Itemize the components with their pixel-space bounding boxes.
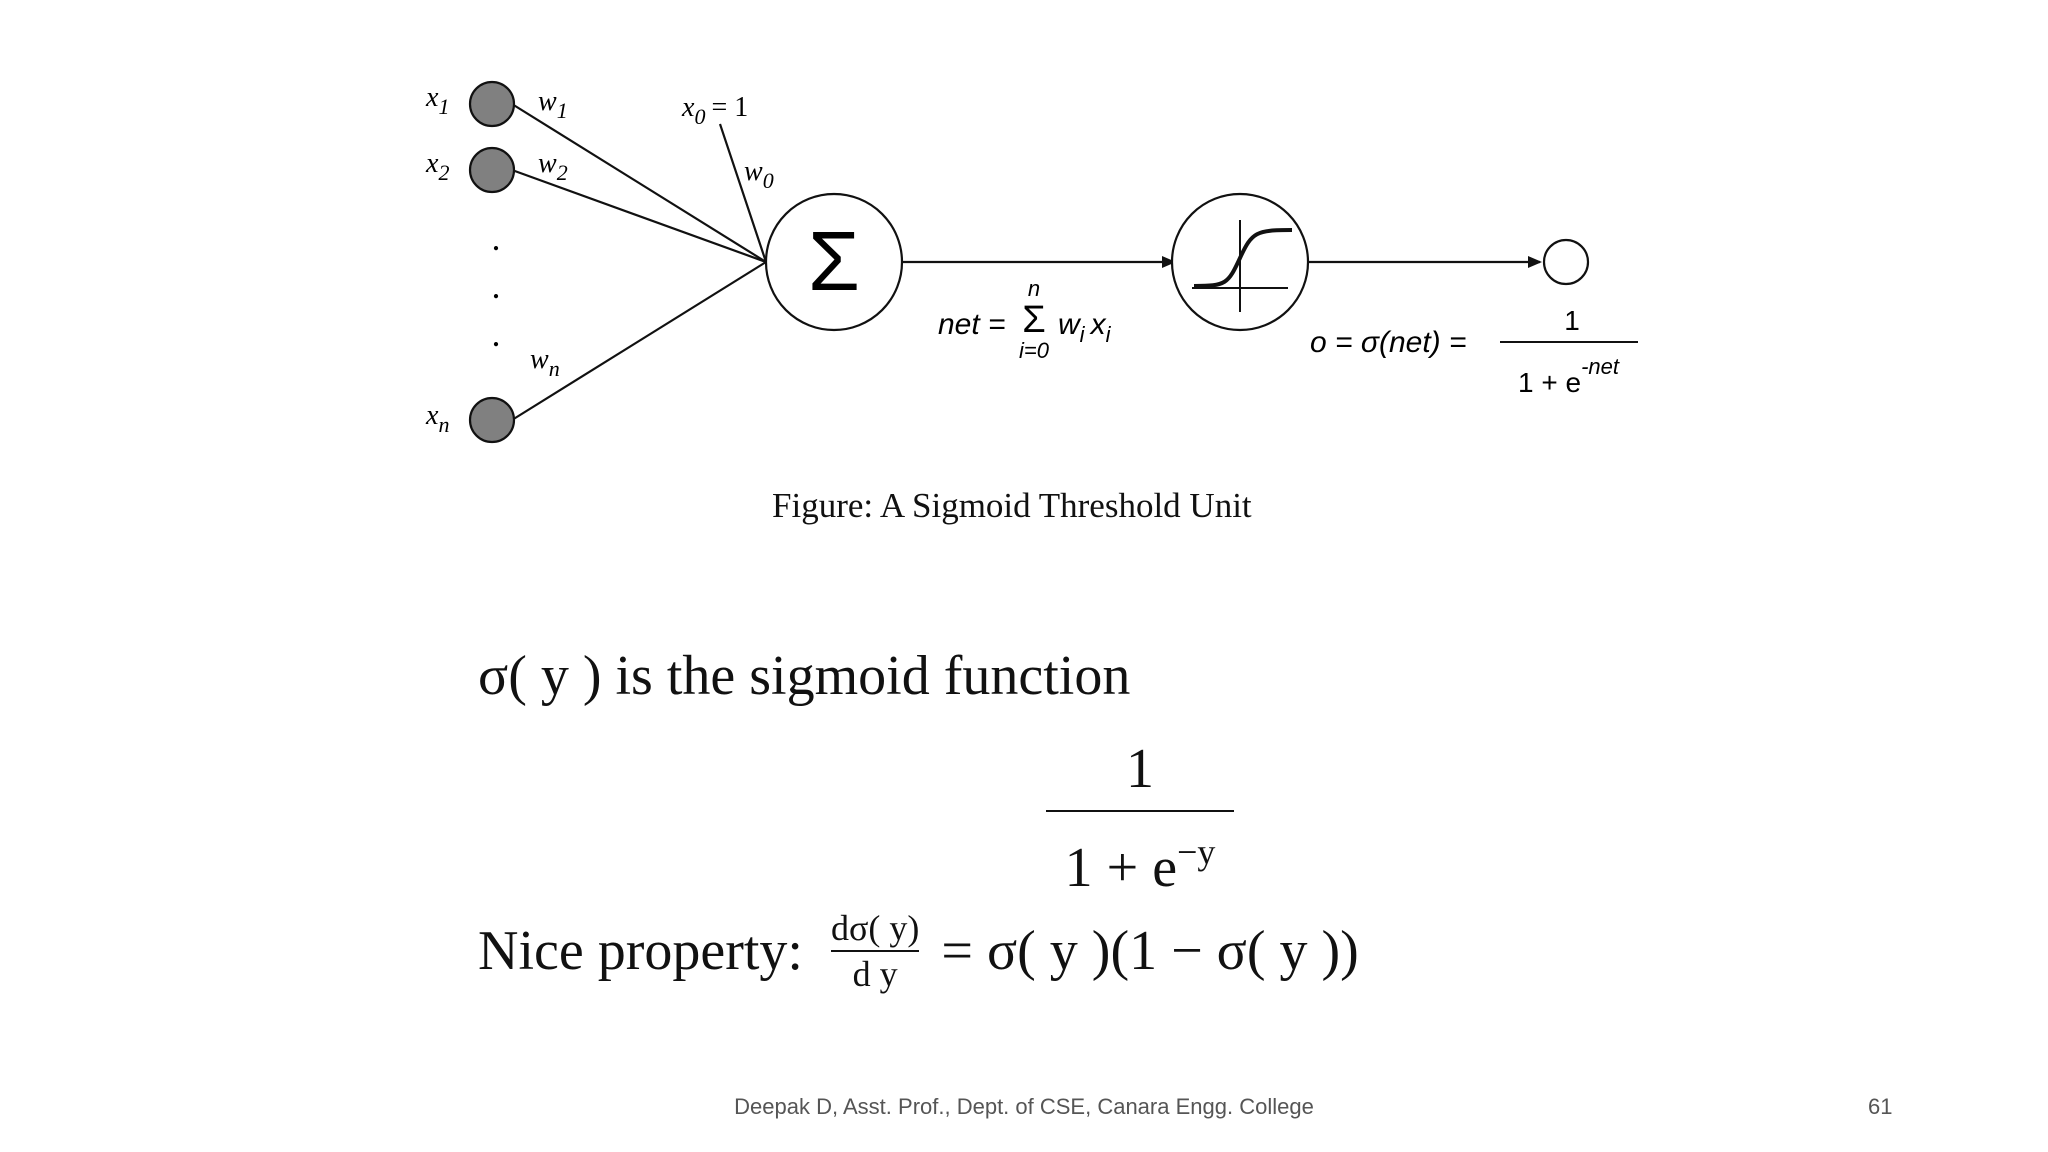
ellipsis-dot: . xyxy=(492,218,501,258)
nice-property-line: Nice property: dσ( y) d y = σ( y )(1 − σ… xyxy=(478,908,1359,994)
sigmoid-definition: σ( y ) is the sigmoid function xyxy=(478,645,1131,707)
ellipsis-dot: . xyxy=(492,266,501,306)
weight-label-w2: w2 xyxy=(538,148,568,185)
input-node-x2 xyxy=(468,146,516,194)
input-node-x1 xyxy=(468,80,516,128)
summation-symbol: Σ xyxy=(808,214,860,308)
output-fraction-denominator: 1 + e-net xyxy=(1518,354,1620,398)
figure-caption: Figure: A Sigmoid Threshold Unit xyxy=(772,486,1252,525)
nice-property-label: Nice property: xyxy=(478,920,803,982)
output-node xyxy=(1542,238,1590,286)
net-sum-upper: n xyxy=(1028,276,1040,301)
sigmoid-curve-icon xyxy=(1193,228,1293,288)
bias-input-label: x0= 1 xyxy=(681,92,748,129)
output-label: o = σ(net) = xyxy=(1310,326,1467,359)
weight-label-w1: w1 xyxy=(538,86,568,123)
derivative-fraction: dσ( y) d y xyxy=(830,908,920,994)
weight-label-wn: wn xyxy=(530,344,560,381)
input-label-xn: xn xyxy=(425,400,449,437)
output-fraction-numerator: 1 xyxy=(1564,305,1580,336)
net-label: net = xyxy=(938,308,1006,341)
input-label-x1: x1 xyxy=(425,82,449,119)
edge-bias xyxy=(718,123,768,263)
sigmoid-fraction-denominator: 1 + e−y xyxy=(1064,832,1216,899)
derivative-numerator: dσ( y) xyxy=(830,908,920,948)
input-label-x2: x2 xyxy=(425,148,449,185)
sigmoid-fraction-bar xyxy=(1046,810,1234,812)
ellipsis-dot: . xyxy=(492,314,501,354)
nice-property-rhs: = σ( y )(1 − σ( y )) xyxy=(941,920,1359,982)
sigmoid-fraction-exponent: −y xyxy=(1177,832,1216,872)
net-sum-symbol: Σ xyxy=(1022,299,1046,341)
derivative-bar xyxy=(830,950,920,952)
slide-footer: Deepak D, Asst. Prof., Dept. of CSE, Can… xyxy=(734,1094,1314,1119)
edge-xn xyxy=(511,261,767,421)
sigmoid-fraction-numerator: 1 xyxy=(1126,738,1154,800)
derivative-denominator: d y xyxy=(852,954,898,994)
net-sum-lower: i=0 xyxy=(1019,338,1050,363)
weight-label-w0: w0 xyxy=(744,156,774,193)
sigmoid-fraction: 1 1 + e−y xyxy=(1046,734,1234,900)
sigmoid-unit-diagram: . . . x1 x2 xn w1 w2 wn x0= 1 w0 Σ net =… xyxy=(425,80,1638,444)
edge-x1 xyxy=(511,103,767,263)
input-node-xn xyxy=(468,396,516,444)
edge-x2 xyxy=(511,168,767,264)
page-number: 61 xyxy=(1868,1094,1893,1119)
